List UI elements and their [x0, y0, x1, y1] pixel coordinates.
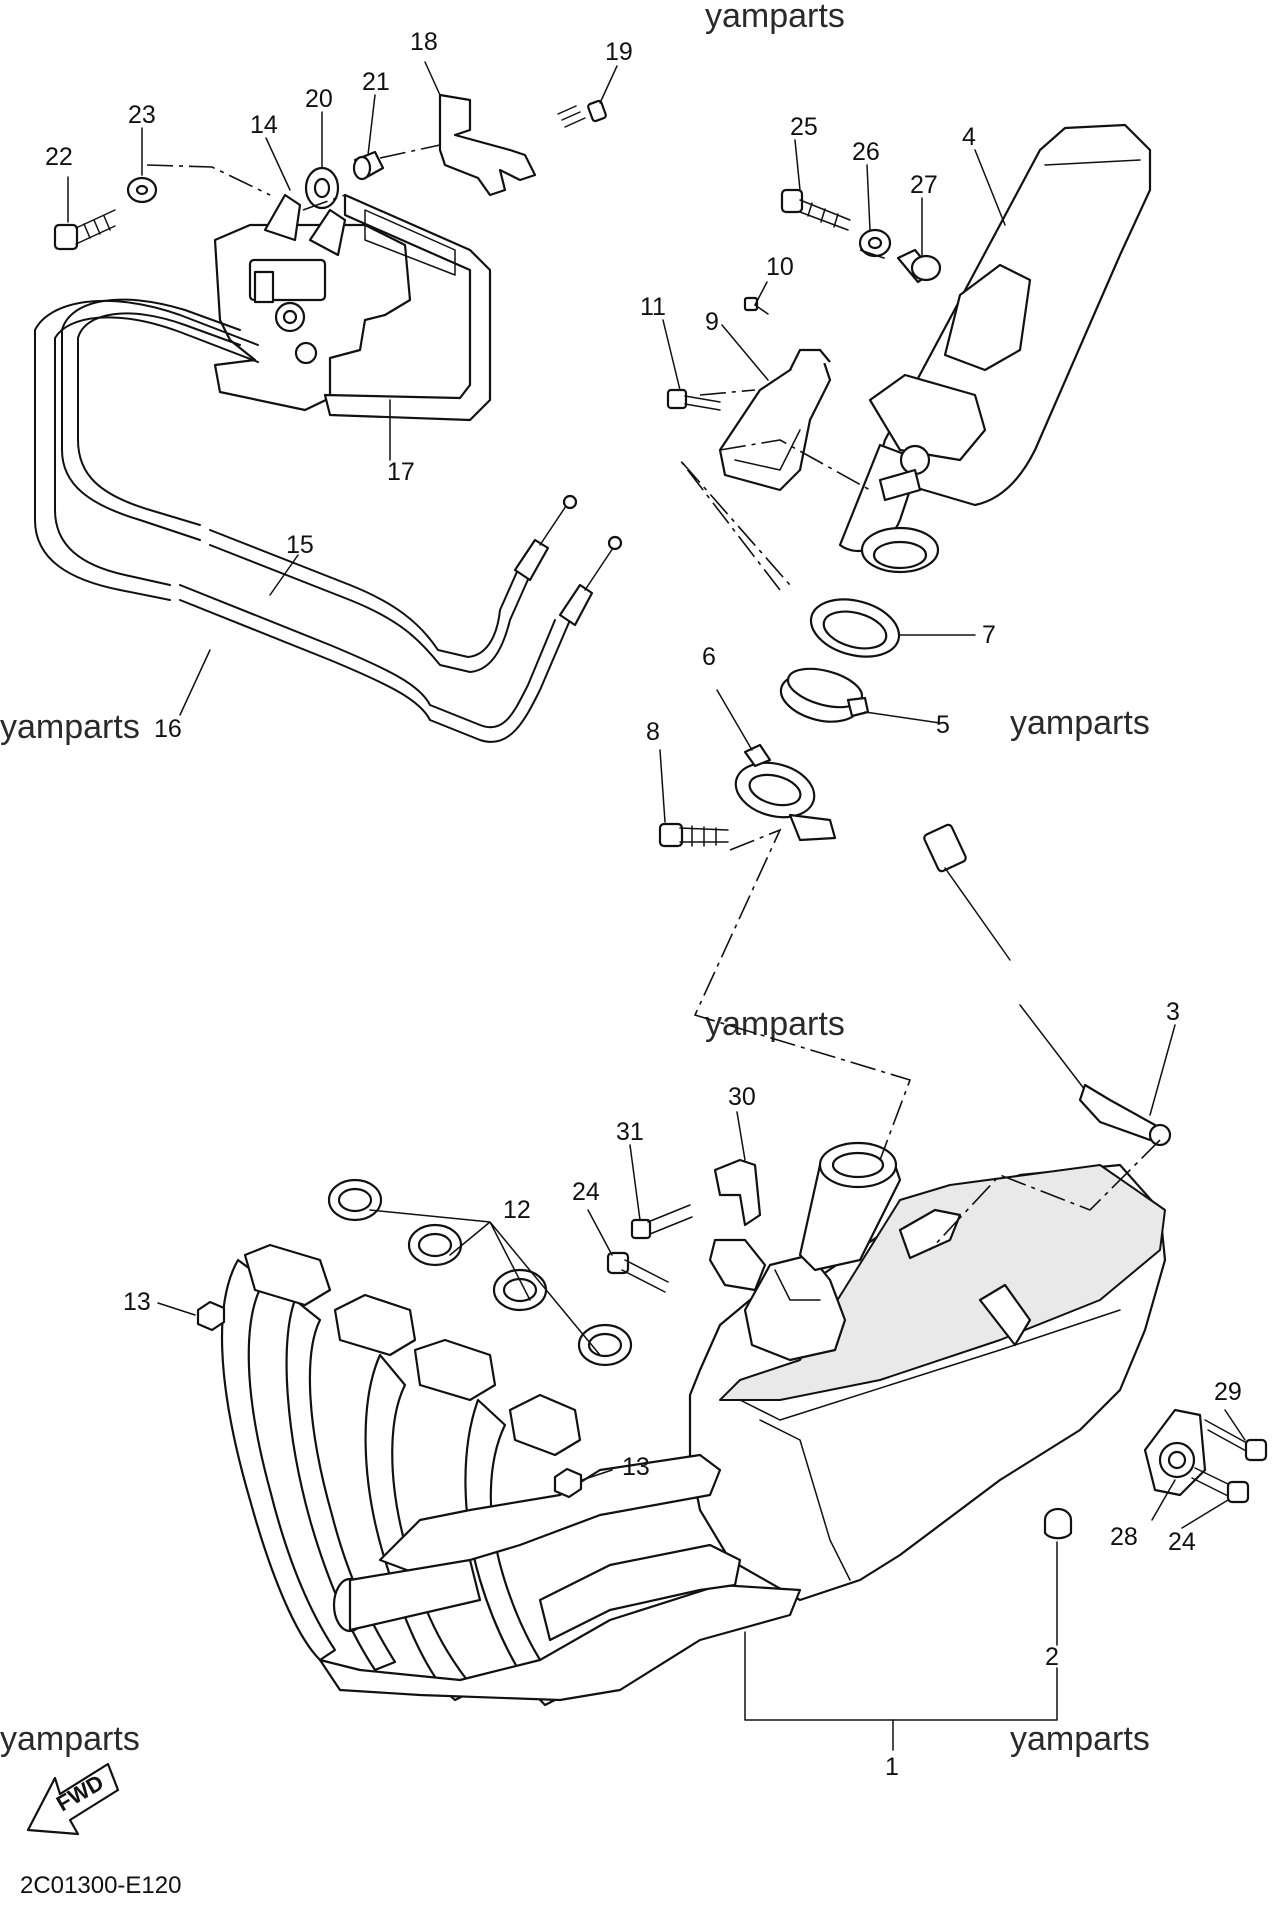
watermark-left-lower: yamparts [0, 1720, 140, 1758]
alignment-line-pipe-muffler [679, 459, 912, 1161]
watermark-top: yamparts [705, 0, 845, 35]
header-pipes [220, 1243, 802, 1707]
part-13-nut-left [196, 1300, 226, 1332]
callout-13-left: 13 [123, 1288, 151, 1316]
watermark-right-lower: yamparts [1010, 1720, 1150, 1758]
part-23-washer [126, 176, 158, 204]
callout-5: 5 [936, 711, 950, 739]
part-26-washer [858, 228, 892, 258]
callout-29: 29 [1214, 1378, 1242, 1406]
callout-4: 4 [962, 123, 976, 151]
callout-24-left: 24 [572, 1178, 600, 1206]
watermark-center: yamparts [705, 1005, 845, 1043]
watermark-right-upper: yamparts [1010, 704, 1150, 742]
callout-7: 7 [982, 621, 996, 649]
callout-2: 2 [1045, 1643, 1059, 1671]
callout-19: 19 [605, 38, 633, 66]
part-6-clamp [734, 743, 837, 842]
callout-25: 25 [790, 113, 818, 141]
part-20-grommet [304, 166, 340, 210]
part-24-bolt-right [1191, 1467, 1250, 1504]
part-10-screw [743, 296, 769, 315]
part-12-gaskets [327, 1178, 633, 1367]
callout-9: 9 [705, 308, 719, 336]
part-1-exhaust-assembly [688, 1141, 1167, 1602]
callout-14: 14 [250, 111, 278, 139]
alignment-line-sensor [929, 1139, 1161, 1251]
part-19-bolt [557, 99, 607, 128]
part-8-bolt [658, 822, 729, 848]
part-30-bracket [708, 1158, 767, 1292]
part-13-nut-right [553, 1467, 583, 1499]
callout-16: 16 [154, 715, 182, 743]
part-31-bolt [630, 1204, 693, 1240]
callout-1: 1 [885, 1753, 899, 1781]
part-3-sensor [923, 823, 1172, 1147]
callout-23: 23 [128, 101, 156, 129]
part-25-bolt [780, 188, 851, 231]
part-11-bolt [666, 388, 721, 411]
callout-8: 8 [646, 718, 660, 746]
callout-31: 31 [616, 1118, 644, 1146]
callout-3: 3 [1166, 998, 1180, 1026]
callout-24-right: 24 [1168, 1528, 1196, 1556]
callout-20: 20 [305, 85, 333, 113]
part-24-bolt-left [606, 1251, 669, 1293]
callout-22: 22 [45, 143, 73, 171]
callout-15: 15 [286, 531, 314, 559]
callout-12: 12 [503, 1196, 531, 1224]
throttle-cables [34, 298, 623, 743]
leader-lines [67, 61, 1246, 1751]
part-29-bolt [1204, 1419, 1268, 1462]
watermark-left-upper: yamparts [0, 708, 140, 746]
part-2-damper [1043, 1507, 1073, 1540]
part-4-muffler [838, 123, 1152, 574]
callout-30: 30 [728, 1083, 756, 1111]
part-28-bracket [1143, 1408, 1207, 1497]
part-27-collar [896, 248, 942, 284]
callout-10: 10 [766, 253, 794, 281]
part-9-cover [718, 348, 832, 492]
part-5-clamp [779, 667, 870, 723]
part-22-bolt [53, 209, 116, 251]
part-7-gasket [809, 598, 901, 658]
callout-17: 17 [387, 458, 415, 486]
fwd-arrow-icon: FWD [26, 1762, 120, 1836]
callout-28: 28 [1110, 1523, 1138, 1551]
alignment-line-upper [146, 144, 891, 491]
part-18-bracket [438, 93, 537, 197]
callout-21: 21 [362, 68, 390, 96]
callout-27: 27 [910, 171, 938, 199]
callout-6: 6 [702, 643, 716, 671]
callout-11: 11 [640, 293, 666, 321]
servo-motor-bracket [213, 193, 492, 422]
part-21-collar [352, 150, 385, 181]
callout-18: 18 [410, 28, 438, 56]
drawing-code: 2C01300-E120 [20, 1872, 181, 1899]
callout-26: 26 [852, 138, 880, 166]
callout-13-right: 13 [622, 1453, 650, 1481]
